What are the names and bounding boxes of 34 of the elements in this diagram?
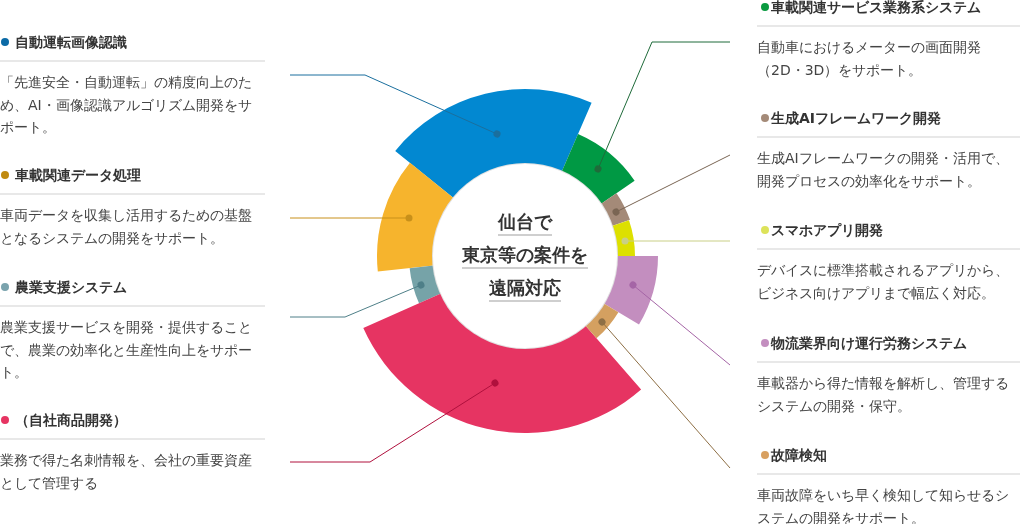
description: 農業支援サービスを開発・提供することで、農業の効率化と生産性向上をサポート。 (0, 318, 253, 382)
heading: 車載関連サービス業務系システム (771, 0, 981, 17)
description: 車載器から得た情報を解析し、管理するシステムの開発・保守。 (757, 374, 1010, 416)
leader-line (289, 379, 499, 463)
description: 業務で得た名刺情報を、会社の重要資産として管理する (0, 451, 253, 493)
leader-line (629, 281, 731, 366)
donut-segment (603, 256, 658, 325)
donut-segment (561, 134, 635, 204)
heading: 物流業界向け運行労務システム (771, 334, 967, 353)
description: 生成AIフレームワークの開発・活用で、開発プロセスの効率化をサポート。 (757, 149, 1010, 191)
description: 自動車におけるメーターの画面開発（2D・3D）をサポート。 (757, 38, 982, 80)
description: 車両データを収集し活用するための基盤となるシステムの開発をサポート。 (0, 206, 253, 248)
description: 「先進安全・自動運転」の精度向上のため、AI・画像認識アルゴリズム開発をサポート。 (0, 73, 253, 137)
center-text: 東京等の案件を (462, 243, 588, 269)
leader-line (621, 237, 731, 245)
heading: 農業支援システム (15, 278, 127, 297)
heading: 故障検知 (771, 446, 827, 465)
heading: 車載関連データ処理 (15, 166, 141, 185)
leader-line (289, 214, 413, 222)
heading: （自社商品開発） (15, 411, 127, 430)
leader-line (594, 41, 731, 173)
heading: スマホアプリ開発 (771, 221, 883, 240)
center-text: 仙台で (498, 210, 552, 236)
leader-line (289, 74, 501, 138)
center-text: 遠隔対応 (489, 276, 561, 302)
leader-line (612, 154, 731, 216)
description: 車両故障をいち早く検知して知らせるシステムの開発をサポート。 (757, 486, 1010, 524)
heading: 自動運転画像認識 (15, 33, 127, 52)
heading: 生成AIフレームワーク開発 (771, 109, 942, 128)
description: デバイスに標準搭載されるアプリから、ビジネス向けアプリまで幅広く対応。 (757, 261, 1010, 303)
donut-segment (395, 89, 592, 199)
donut-segment (377, 162, 454, 272)
leader-line (598, 318, 731, 469)
leader-line (289, 281, 425, 318)
